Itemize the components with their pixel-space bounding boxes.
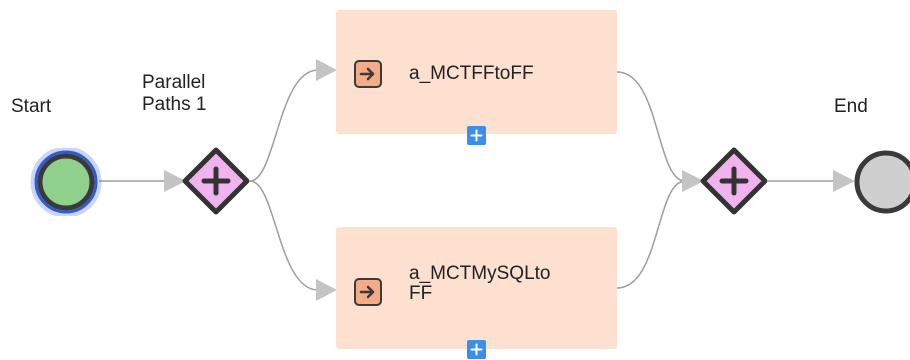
start-circle [37, 153, 95, 211]
arrowhead-start-to-fork [164, 170, 186, 192]
connector-fork-to-task-2 [249, 180, 319, 291]
fork-gateway-label: Parallel Paths 1 [142, 72, 207, 115]
join-gateway[interactable] [698, 145, 770, 217]
end-event[interactable] [852, 148, 910, 216]
arrowhead-fork-to-task-2 [316, 279, 337, 301]
task-a-mctfftoff[interactable]: a_MCTFFtoFF [336, 10, 617, 145]
task-label: a_MCTMySQLto FF [409, 263, 551, 304]
expand-button[interactable] [467, 340, 486, 359]
end-circle [854, 150, 910, 214]
arrow-into-box-icon [354, 278, 382, 306]
plus-icon [470, 129, 483, 142]
arrowhead-fork-to-task-1 [316, 59, 337, 81]
plus-icon [470, 343, 483, 356]
plus-icon [719, 166, 749, 196]
plus-icon [201, 166, 231, 196]
arrowhead-to-join [682, 170, 704, 192]
connector-task-2-to-join [616, 180, 686, 289]
fork-gateway[interactable] [180, 145, 252, 217]
task-a-mctmysqltoff[interactable]: a_MCTMySQLto FF [336, 227, 617, 359]
start-event[interactable] [30, 146, 102, 218]
task-label: a_MCTFFtoFF [409, 63, 534, 84]
start-label: Start [11, 96, 52, 117]
connector-fork-to-task-1 [249, 69, 319, 182]
end-label: End [834, 96, 868, 117]
expand-button[interactable] [467, 126, 486, 145]
connector-task-1-to-join [616, 71, 686, 182]
arrow-into-box-icon [354, 60, 382, 88]
arrowhead-join-to-end [833, 170, 855, 192]
